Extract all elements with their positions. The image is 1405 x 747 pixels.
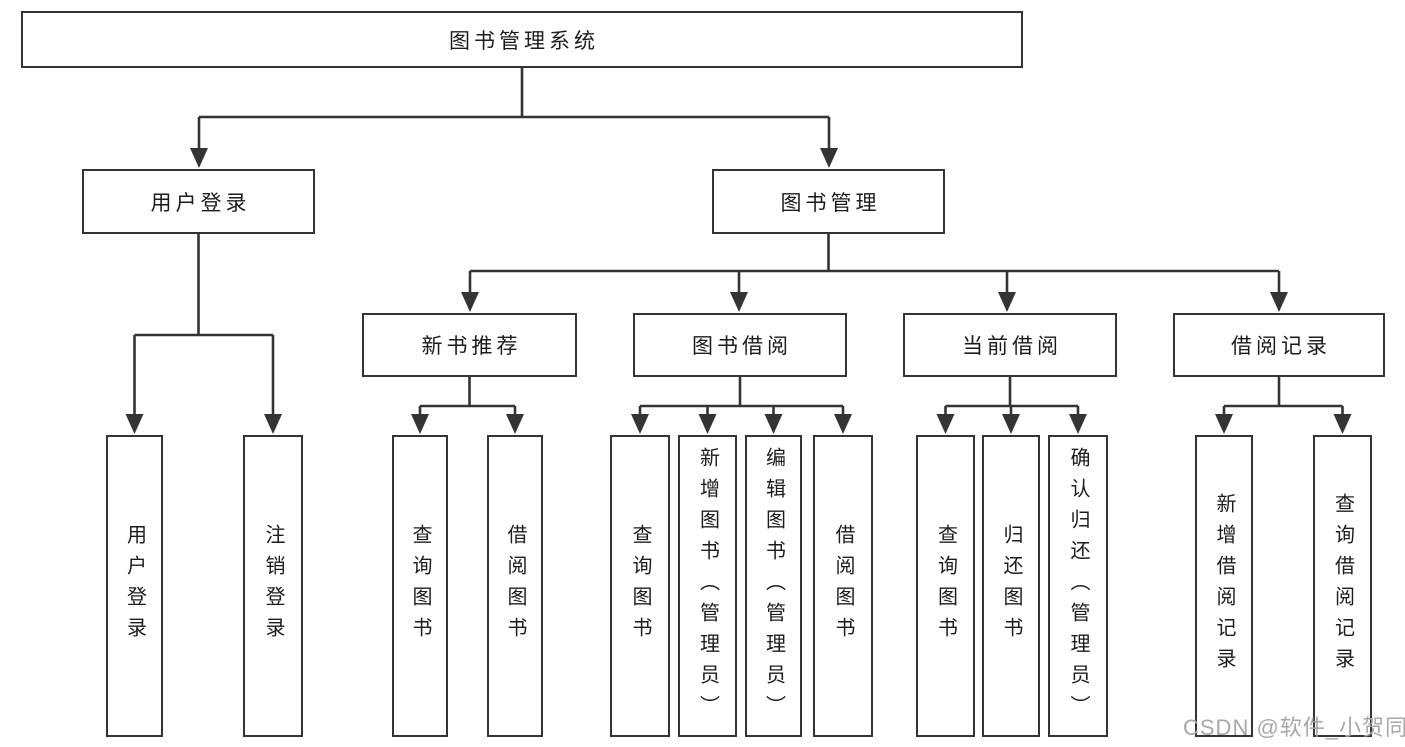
leaf-borrowing-query-book-label: 查询图书 <box>629 524 651 648</box>
leaf-current-confirm-return-admin-label: 确认归还（管理员） <box>1067 446 1089 726</box>
leaf-records-add-record-label: 新增借阅记录 <box>1213 493 1235 679</box>
leaf-borrowing-add-book-admin-label: 新增图书（管理员） <box>696 446 719 726</box>
leaf-borrowing-query-book: 查询图书 <box>610 435 670 737</box>
node-current-borrowing: 当前借阅 <box>903 313 1117 377</box>
leaf-borrowing-edit-book-admin: 编辑图书（管理员） <box>745 435 802 737</box>
node-borrowing-records: 借阅记录 <box>1173 313 1385 377</box>
node-new-book-recommendation-label: 新书推荐 <box>421 335 522 358</box>
leaf-current-query-book-label: 查询图书 <box>934 524 957 648</box>
leaf-logout-label: 注销登录 <box>262 524 284 648</box>
leaf-current-return-book: 归还图书 <box>982 435 1040 737</box>
leaf-logout: 注销登录 <box>243 435 303 737</box>
leaf-user-login-label: 用户登录 <box>123 524 146 648</box>
leaf-newbooks-borrow-book-label: 借阅图书 <box>504 524 526 648</box>
node-book-borrowing-label: 图书借阅 <box>692 335 792 358</box>
node-current-borrowing-label: 当前借阅 <box>962 335 1062 358</box>
leaf-current-return-book-label: 归还图书 <box>1000 524 1022 648</box>
leaf-current-query-book: 查询图书 <box>916 435 975 737</box>
node-book-management: 图书管理 <box>712 169 945 234</box>
node-user-login-label: 用户登录 <box>150 191 251 215</box>
node-borrowing-records-label: 借阅记录 <box>1231 335 1331 358</box>
leaf-borrowing-borrow-book-label: 借阅图书 <box>832 524 854 648</box>
node-root-label: 图书管理系统 <box>449 29 599 53</box>
leaf-newbooks-borrow-book: 借阅图书 <box>487 435 543 737</box>
leaf-borrowing-borrow-book: 借阅图书 <box>813 435 873 737</box>
node-book-borrowing: 图书借阅 <box>633 313 847 377</box>
leaf-records-add-record: 新增借阅记录 <box>1195 435 1253 737</box>
node-root: 图书管理系统 <box>21 11 1023 68</box>
leaf-records-query-record-label: 查询借阅记录 <box>1331 493 1354 679</box>
leaf-current-confirm-return-admin: 确认归还（管理员） <box>1048 435 1108 737</box>
leaf-newbooks-query-book: 查询图书 <box>392 435 448 737</box>
csdn-watermark: CSDN @软件_小贺同学 <box>1183 715 1405 740</box>
leaf-borrowing-edit-book-admin-label: 编辑图书（管理员） <box>762 446 785 726</box>
node-user-login: 用户登录 <box>82 169 315 234</box>
leaf-borrowing-add-book-admin: 新增图书（管理员） <box>678 435 737 737</box>
node-new-book-recommendation: 新书推荐 <box>362 313 577 377</box>
leaf-newbooks-query-book-label: 查询图书 <box>409 524 431 648</box>
leaf-user-login: 用户登录 <box>106 435 163 737</box>
node-book-management-label: 图书管理 <box>780 191 881 215</box>
leaf-records-query-record: 查询借阅记录 <box>1313 435 1372 737</box>
